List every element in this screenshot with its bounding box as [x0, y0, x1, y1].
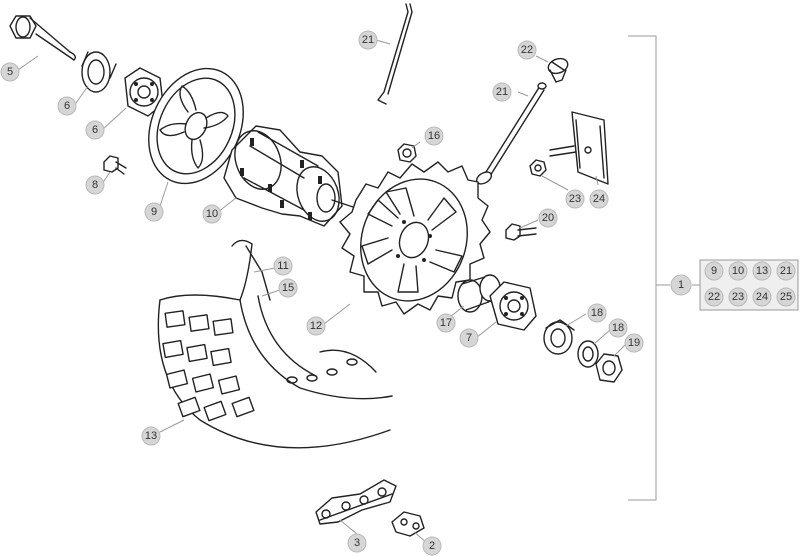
- callout-16[interactable]: 17: [436, 313, 456, 333]
- callout-23[interactable]: 22: [517, 40, 537, 60]
- callout-label: 3: [354, 537, 360, 549]
- callout-label: 15: [282, 282, 294, 294]
- kit-member-25[interactable]: 25: [776, 287, 796, 307]
- part-sprocket: [339, 161, 491, 315]
- leader-lines: [14, 39, 627, 543]
- kit-member-label: 9: [711, 265, 717, 277]
- callout-6-left[interactable]: 6: [85, 120, 105, 140]
- callout-label: 21: [496, 86, 508, 98]
- callout-label: 2: [429, 540, 435, 552]
- part-screw: [547, 57, 569, 83]
- callout-label: 23: [569, 193, 581, 205]
- kit-member-23[interactable]: 23: [728, 287, 748, 307]
- kit-member-21[interactable]: 21: [776, 261, 796, 281]
- callout-6-right[interactable]: 7: [459, 328, 479, 348]
- part-brake-disc: [148, 67, 244, 185]
- callout-label: 9: [151, 206, 157, 218]
- callout-1[interactable]: 1: [670, 274, 692, 296]
- kit-member-label: 10: [732, 265, 744, 277]
- part-wheel-bearing-left: [124, 67, 164, 117]
- part-chain: [315, 479, 397, 525]
- kit-label: 1: [678, 279, 684, 291]
- part-small-nut: [529, 159, 547, 177]
- part-sprocket-bolt: [505, 223, 537, 241]
- callout-4[interactable]: 5: [0, 62, 20, 82]
- callout-8[interactable]: 9: [144, 202, 164, 222]
- callout-label: 24: [593, 193, 605, 205]
- callout-11[interactable]: 12: [306, 316, 326, 336]
- callout-label: 12: [310, 320, 322, 332]
- callout-label: 13: [145, 430, 157, 442]
- callout-label: 5: [7, 66, 13, 78]
- callout-label: 16: [428, 130, 440, 142]
- callout-13[interactable]: 15: [278, 278, 298, 298]
- callout-5[interactable]: 6: [57, 96, 77, 116]
- part-axle: [9, 15, 77, 61]
- callout-label: 18: [591, 307, 603, 319]
- callout-17[interactable]: 18: [587, 303, 607, 323]
- callout-label: 6: [92, 124, 98, 136]
- kit-member-label: 25: [780, 291, 792, 303]
- rim-spoke-holes: [286, 358, 358, 384]
- callout-18[interactable]: 18: [608, 318, 628, 338]
- callout-label: 17: [440, 317, 452, 329]
- part-bearing-left: [81, 51, 117, 93]
- callout-label: 8: [92, 179, 98, 191]
- callout-19[interactable]: 19: [624, 333, 644, 353]
- kit-member-label: 21: [780, 265, 792, 277]
- callout-3[interactable]: 3: [347, 533, 367, 553]
- part-wheel-bearing-right: [489, 281, 537, 331]
- part-chain-block: [549, 111, 609, 185]
- callout-label: 18: [612, 322, 624, 334]
- kit-member-label: 23: [732, 291, 744, 303]
- callout-7[interactable]: 8: [85, 175, 105, 195]
- callout-label: 11: [277, 260, 288, 272]
- callout-10[interactable]: 11: [273, 256, 293, 276]
- callout-2[interactable]: 2: [422, 536, 442, 556]
- callout-label: 6: [64, 100, 70, 112]
- callout-21[interactable]: 21: [358, 30, 378, 50]
- part-hub: [223, 125, 361, 227]
- kit-member-label: 22: [708, 291, 720, 303]
- kit-member-label: 24: [756, 291, 768, 303]
- callout-label: 20: [542, 212, 554, 224]
- part-axle-nut: [595, 353, 623, 383]
- callout-22[interactable]: 21: [492, 82, 512, 102]
- callout-24[interactable]: 23: [565, 189, 585, 209]
- kit-member-9[interactable]: 9: [704, 261, 724, 281]
- kit-member-10[interactable]: 10: [728, 261, 748, 281]
- callout-label: 19: [628, 337, 640, 349]
- callout-25[interactable]: 24: [589, 189, 609, 209]
- kit-member-13[interactable]: 13: [752, 261, 772, 281]
- callout-9[interactable]: 10: [202, 204, 222, 224]
- part-master-link: [391, 511, 425, 537]
- kit-member-label: 13: [756, 265, 768, 277]
- callout-12[interactable]: 13: [141, 426, 161, 446]
- tyre-tread: [162, 310, 255, 422]
- callout-label: 21: [362, 34, 374, 46]
- kit-member-24[interactable]: 24: [752, 287, 772, 307]
- callout-20[interactable]: 20: [538, 208, 558, 228]
- callout-label: 10: [206, 208, 218, 220]
- part-bearing-cap: [543, 319, 575, 355]
- callout-15[interactable]: 16: [424, 126, 444, 146]
- part-spoke: [377, 3, 413, 105]
- part-tyre: [157, 239, 393, 449]
- part-sprocket-nut: [397, 143, 417, 163]
- kit-member-22[interactable]: 22: [704, 287, 724, 307]
- part-disc-bolt: [103, 155, 127, 175]
- callout-label: 7: [466, 332, 472, 344]
- callout-label: 22: [521, 44, 533, 56]
- part-washer: [577, 340, 599, 368]
